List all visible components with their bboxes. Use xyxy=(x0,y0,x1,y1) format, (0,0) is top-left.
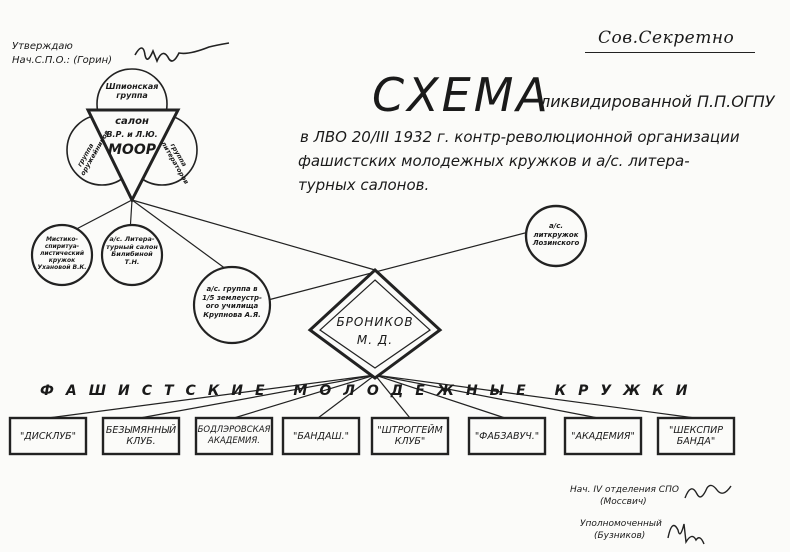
club-label: "ШЕКСПИР БАНДА" xyxy=(669,425,723,447)
title-line2: в ЛВО 20/III 1932 г. контр-революционной… xyxy=(300,128,740,146)
secret-underline xyxy=(585,52,755,53)
approval-signature xyxy=(134,42,230,64)
circle-krupnov-label: а/с. группа в 1/5 землеустр-ого училища … xyxy=(202,285,262,319)
signature-title-1: Нач. IV отделения СПО xyxy=(570,485,679,495)
moor-node xyxy=(66,68,198,204)
moor-name-label: МООР xyxy=(108,142,156,158)
circle-mystic-label: Мистико-спиритуа-листический кружок Ухан… xyxy=(37,236,87,271)
circle-lozinsky-label: а/с. литкружок Лозинского xyxy=(532,222,580,247)
center-diamond xyxy=(307,267,443,380)
signature-name-1: (Моссвич) xyxy=(600,497,647,507)
title-line4: турных салонов. xyxy=(298,176,430,194)
approve-signer: Нач.С.П.О.: (Горин) xyxy=(12,55,113,66)
title-line3: фашистских молодежных кружков и а/с. лит… xyxy=(298,152,690,170)
circle-krupnov xyxy=(192,265,272,345)
moor-initials-label: В.Р. и Л.Ю. xyxy=(106,130,158,139)
moor-salon-label: салон xyxy=(115,116,149,127)
club-label: "ФАБЗАВУЧ." xyxy=(474,430,540,442)
signature-name-2: (Бузников) xyxy=(594,531,646,541)
circle-bilibina xyxy=(100,223,164,287)
approve-label: Утверждаю xyxy=(12,41,73,52)
approval-stamp: Утверждаю Нач.С.П.О.: (Горин) xyxy=(12,40,112,68)
club-label: "ДИСКЛУБ" xyxy=(19,430,77,442)
center-name: БРОНИКОВ xyxy=(336,315,414,329)
moor-top-arc-label: Шпионская группа xyxy=(105,82,159,100)
signature-buznikov xyxy=(667,523,705,545)
circle-mystic xyxy=(30,223,94,287)
title-line1: ликвидированной П.П.ОГПУ xyxy=(540,92,775,111)
title-schema: СХЕМА xyxy=(372,68,551,122)
club-label: БЕЗЫМЯННЫЙ КЛУБ. xyxy=(105,425,177,447)
club-label: "АКАДЕМИЯ" xyxy=(571,430,635,442)
banner-label: ФАШИСТСКИЕ МОЛОДЕЖНЫЕ КРУЖКИ xyxy=(40,383,700,399)
club-boxes xyxy=(8,416,736,456)
club-label: БОДЛЭРОВСКАЯ АКАДЕМИЯ. xyxy=(197,425,271,446)
circle-bilibina-label: а/с. Литера-турный салон Билибиной Т.Н. xyxy=(106,235,158,266)
center-initials: М. Д. xyxy=(356,333,394,347)
signature-mossvich xyxy=(684,484,732,499)
club-label: "ШТРОГГЕЙМ КЛУБ" xyxy=(377,425,443,447)
signature-block-1: Нач. IV отделения СПО (Моссвич) xyxy=(570,484,685,508)
secret-stamp: Сов.Секретно xyxy=(598,28,735,48)
circle-lozinsky xyxy=(524,204,588,268)
connection-lines xyxy=(47,199,696,419)
club-label: "БАНДАШ." xyxy=(293,430,349,442)
signature-title-2: Уполномоченный xyxy=(580,519,662,529)
signature-block-2: Уполномоченный (Бузников) xyxy=(580,518,670,542)
